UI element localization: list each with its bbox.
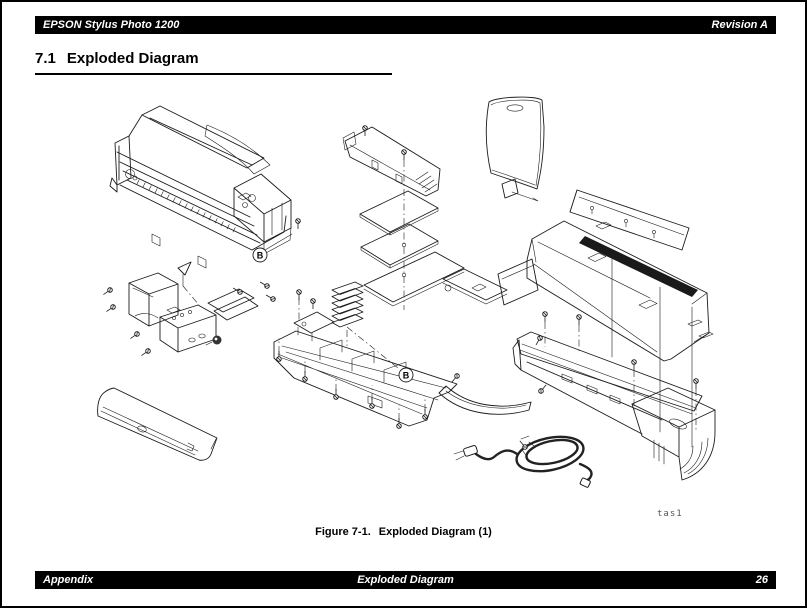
header-product-title: EPSON Stylus Photo 1200: [43, 19, 180, 31]
paper-support-drawing: [485, 96, 545, 202]
figure-caption: Figure 7-1. Exploded Diagram (1): [2, 526, 805, 538]
insulation-sheets-drawing: [359, 190, 439, 269]
header-revision: Revision A: [711, 19, 768, 31]
figure-caption-title: Exploded Diagram (1): [378, 526, 492, 538]
callout-b-chassis: B: [346, 326, 414, 383]
footer-chapter: Appendix: [43, 574, 94, 586]
drawing-code-label: tas1: [657, 509, 683, 519]
shield-plates-drawing: [207, 279, 277, 321]
guide-rail-drawing: [438, 372, 549, 415]
panel-unit-drawing: [128, 304, 222, 358]
section-number: 7.1: [35, 50, 56, 67]
page-footer-bar: Appendix Exploded Diagram 26: [35, 571, 776, 589]
heatsink-drawing: [331, 281, 364, 346]
upper-housing-drawing: [526, 220, 710, 448]
callout-b-chassis-label: B: [403, 371, 410, 381]
printer-mechanism-drawing: [109, 105, 301, 269]
board-shield-drawing: [342, 125, 441, 310]
sensor-flag-drawing: [177, 261, 200, 306]
side-panel-drawing: [497, 258, 539, 306]
figure-caption-label: Figure 7-1.: [315, 526, 371, 538]
power-cord-drawing: [453, 435, 593, 488]
heading-underline: [35, 73, 392, 75]
lower-housing-drawing: [512, 319, 716, 481]
footer-page-number: 26: [755, 574, 768, 586]
page-header-bar: EPSON Stylus Photo 1200 Revision A: [35, 16, 776, 34]
top-cover-panel-drawing: [569, 189, 690, 251]
power-supply-unit-drawing: [101, 272, 179, 327]
callout-b-mechanism-label: B: [257, 251, 264, 261]
section-heading: 7.1 Exploded Diagram: [35, 50, 199, 67]
callout-b-mechanism: B: [252, 247, 268, 263]
footer-section: Exploded Diagram: [357, 574, 454, 586]
section-title: Exploded Diagram: [66, 50, 199, 67]
output-tray-drawing: [97, 387, 218, 461]
main-board-drawing: [363, 251, 508, 307]
chassis-drawing: [273, 289, 458, 429]
